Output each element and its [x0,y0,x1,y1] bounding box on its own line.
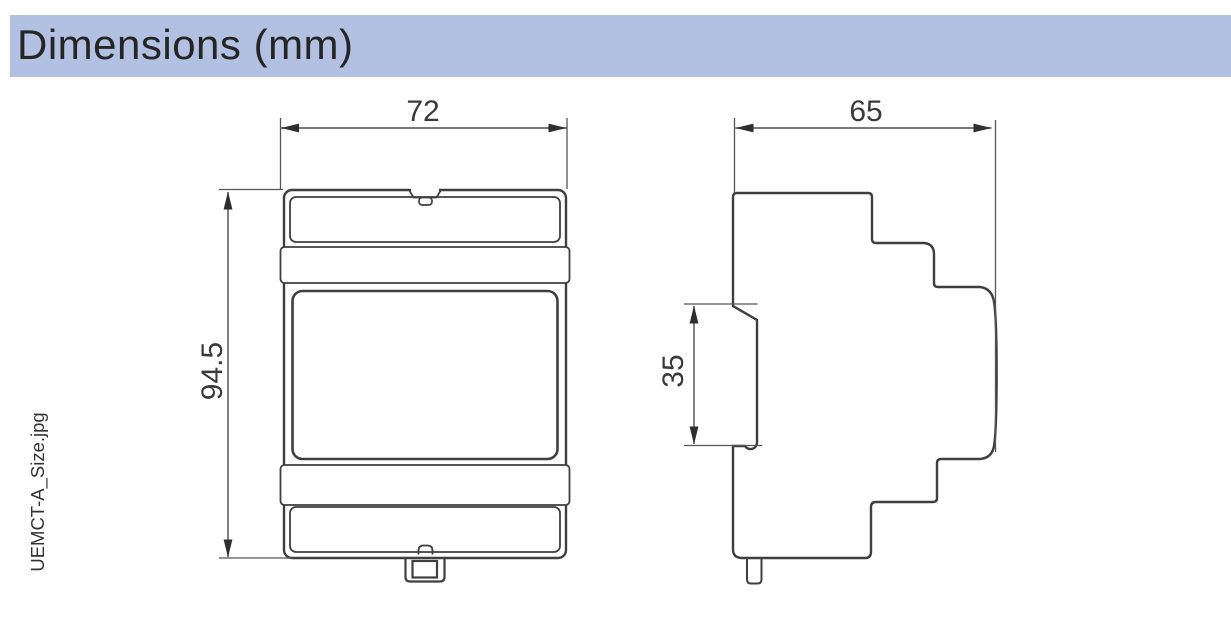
arrowhead-down [689,426,699,445]
side-view [731,191,998,585]
front-bottom-terminal-cover [289,506,561,553]
front-top-notch-mask [411,185,439,195]
dim-label-front-height: 94.5 [196,342,229,400]
arrowhead-up [689,305,699,324]
side-din-clip-tab [746,558,763,585]
front-lower-band [279,464,571,506]
arrowhead-right [973,123,992,133]
dim-label-side-depth: 65 [849,95,882,128]
front-din-clip-bracket [404,558,446,583]
front-view [279,185,571,583]
side-profile [731,191,998,560]
dim-din-rail: 35 [657,303,762,447]
front-top-slot [418,196,433,206]
filename-watermark: UEMCT-A_Size.jpg [27,412,49,571]
dim-front-width: 72 [279,95,568,189]
arrowhead-left [281,123,299,133]
front-upper-band [279,246,571,284]
arrowhead-right [548,123,567,133]
arrowhead-up [223,191,233,210]
page-title: Dimensions (mm) [17,21,354,68]
front-display-bezel [291,289,559,461]
front-din-clip-inner [411,559,439,579]
dim-front-height: 94.5 [196,188,293,559]
section-header: Dimensions (mm) [10,15,1231,77]
front-bottom-slot [417,544,434,555]
dim-label-din-rail: 35 [657,354,690,387]
dim-side-depth: 65 [733,95,997,452]
dim-label-front-width: 72 [406,95,439,128]
arrowhead-down [223,539,233,558]
arrowhead-left [735,123,754,133]
